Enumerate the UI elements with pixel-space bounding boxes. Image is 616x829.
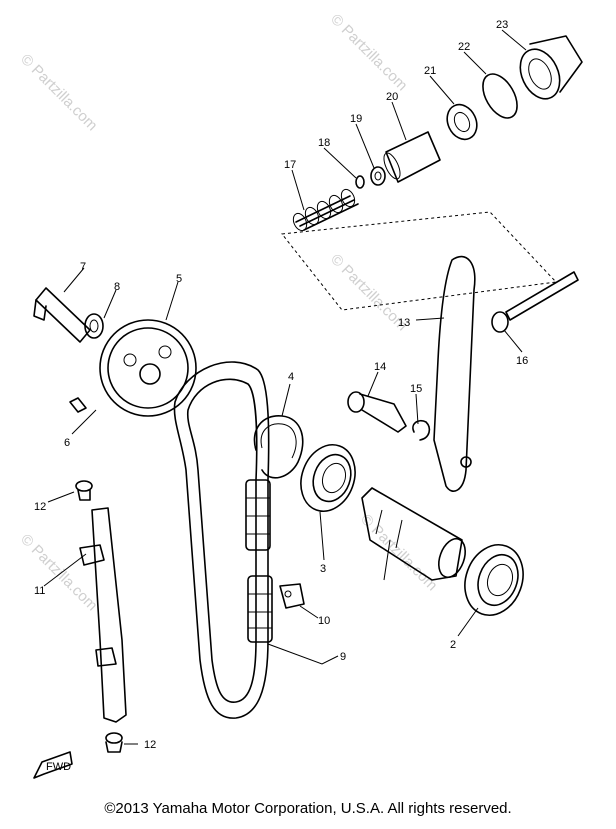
callout-21: 21 <box>424 65 436 77</box>
callout-20: 20 <box>386 91 398 103</box>
callout-12-upper: 12 <box>34 501 46 513</box>
callout-10: 10 <box>318 615 330 627</box>
chain-joint[interactable] <box>279 583 305 609</box>
cam-sprocket[interactable] <box>99 319 197 417</box>
fwd-arrow: FWD <box>33 751 73 779</box>
circlip[interactable] <box>253 415 304 479</box>
cam-chain-guide[interactable] <box>79 507 127 723</box>
watermark: © Partzilla.com <box>357 511 440 594</box>
callout-22: 22 <box>458 41 470 53</box>
chain-detail-lower <box>247 575 273 643</box>
sprocket-bolt[interactable] <box>33 287 91 343</box>
callout-16: 16 <box>516 355 528 367</box>
callout-3: 3 <box>320 563 326 575</box>
leader-lines <box>43 29 527 745</box>
callout-17: 17 <box>284 159 296 171</box>
callout-12-lower: 12 <box>144 739 156 751</box>
guide-shaft[interactable] <box>347 391 407 433</box>
cam-chain[interactable] <box>173 361 270 719</box>
watermark: © Partzilla.com <box>17 51 100 134</box>
chain-detail-upper <box>245 479 271 551</box>
washer-18[interactable] <box>355 175 365 189</box>
chain-tensioner-guide[interactable] <box>433 255 476 492</box>
fwd-label: FWD <box>46 761 71 773</box>
callout-4: 4 <box>288 371 294 383</box>
bearing-lower[interactable] <box>455 537 532 624</box>
callout-6: 6 <box>64 437 70 449</box>
callout-5: 5 <box>176 273 182 285</box>
tensioner-cap[interactable] <box>513 35 583 105</box>
callout-9: 9 <box>340 651 346 663</box>
tensioner-rod[interactable] <box>381 131 441 183</box>
callout-14: 14 <box>374 361 386 373</box>
shaft-circlip[interactable] <box>412 419 431 441</box>
watermark: © Partzilla.com <box>17 531 100 614</box>
camshaft[interactable] <box>361 487 470 581</box>
callout-15: 15 <box>410 383 422 395</box>
guide-bolt-lower[interactable] <box>105 732 123 753</box>
copyright-notice: ©2013 Yamaha Motor Corporation, U.S.A. A… <box>104 800 512 817</box>
callout-19: 19 <box>350 113 362 125</box>
callout-18: 18 <box>318 137 330 149</box>
callout-2: 2 <box>450 639 456 651</box>
callout-8: 8 <box>114 281 120 293</box>
lock-nut[interactable] <box>442 100 483 144</box>
callout-23: 23 <box>496 19 508 31</box>
callout-13: 13 <box>398 317 410 329</box>
washer-19[interactable] <box>370 166 386 186</box>
dowel-pin[interactable] <box>69 397 87 413</box>
bearing-upper[interactable] <box>292 437 364 519</box>
guide-bolt-upper[interactable] <box>75 480 93 501</box>
bolt-washer[interactable] <box>84 313 104 339</box>
callout-11: 11 <box>34 585 45 597</box>
tensioner-outline <box>281 211 558 311</box>
guide-pin[interactable] <box>491 271 579 333</box>
watermark: © Partzilla.com <box>327 11 410 94</box>
tensioner-spring[interactable] <box>291 187 359 232</box>
callouts: 7 8 5 4 6 12 11 12 3 2 9 10 13 14 15 16 … <box>34 19 528 751</box>
watermarks: © Partzilla.com © Partzilla.com © Partzi… <box>17 11 440 614</box>
o-ring[interactable] <box>476 68 524 124</box>
callout-7: 7 <box>80 261 86 273</box>
